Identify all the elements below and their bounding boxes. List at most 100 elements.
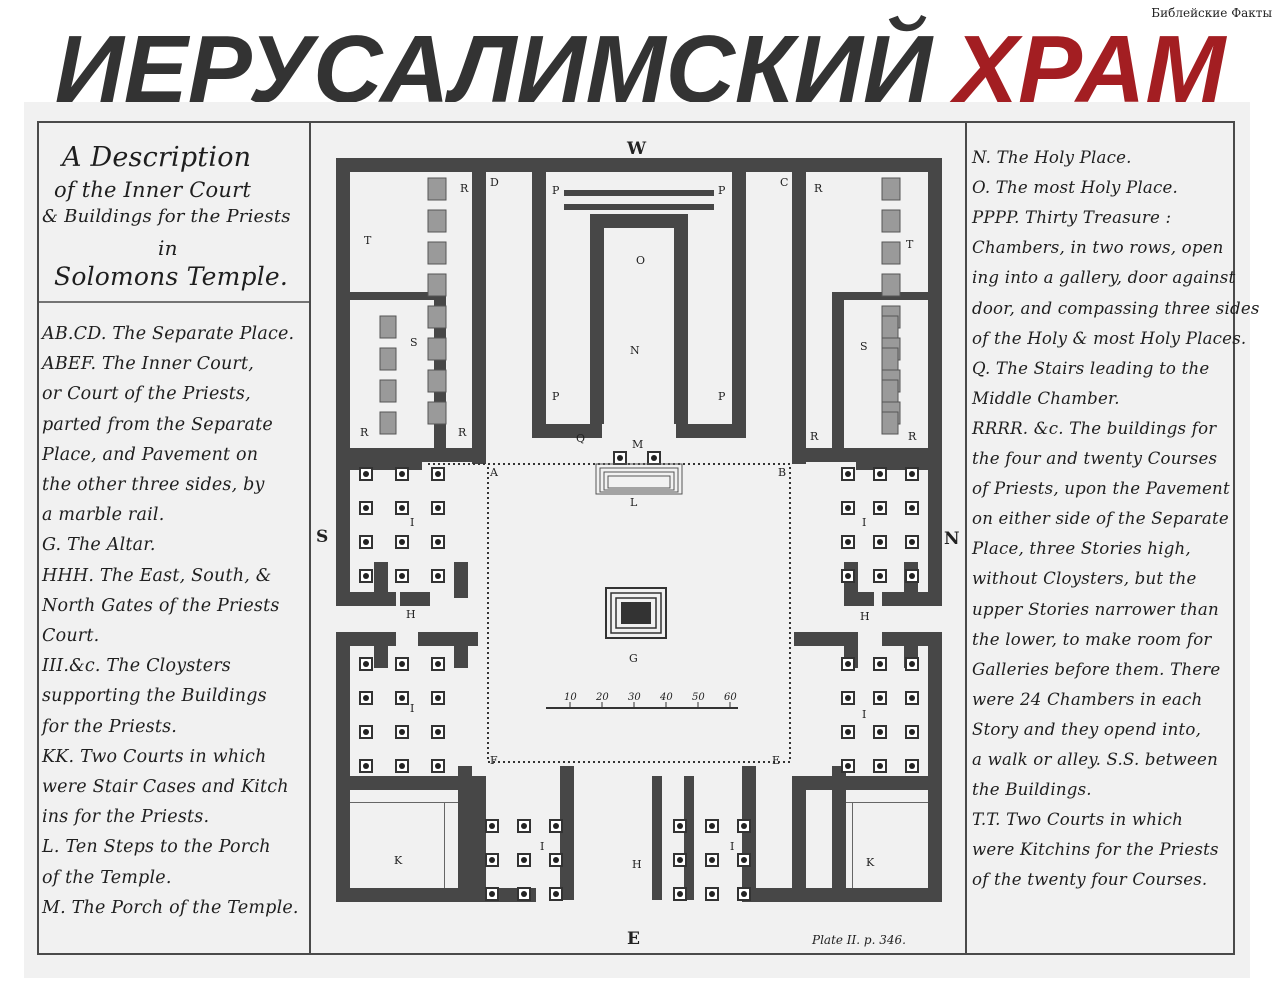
cloister-column [517, 819, 531, 833]
label-A: A [489, 466, 499, 479]
right-legend-line: the Buildings. [972, 780, 1092, 800]
hatched-block [379, 347, 397, 371]
label-R3: R [360, 426, 369, 439]
plate-note: Plate II. p. 346. [811, 933, 906, 947]
wall-segment [336, 776, 486, 790]
label-H3: H [632, 858, 642, 871]
left-legend-line: ins for the Priests. [42, 807, 210, 828]
hatched-block [881, 315, 899, 339]
label-I2: I [862, 516, 866, 529]
scale-tick-label: 30 [628, 692, 641, 703]
right-legend-line: O. The most Holy Place. [972, 178, 1178, 198]
compass-east: E [627, 929, 640, 949]
cloister-column [613, 451, 627, 465]
cloister-column [873, 759, 887, 773]
column-group [359, 451, 919, 901]
left-legend-line: G. The Altar. [42, 535, 156, 556]
cloister-column [673, 853, 687, 867]
cloister-column [359, 725, 373, 739]
cloister-column [359, 569, 373, 583]
cloister-column [431, 759, 445, 773]
wall-segment [684, 776, 694, 900]
cloister-column [841, 725, 855, 739]
cloister-column [873, 501, 887, 515]
hatched-block [379, 315, 397, 339]
cloister-column [841, 569, 855, 583]
cloister-column [905, 657, 919, 671]
title-line-4: in [158, 236, 178, 260]
cloister-column [841, 759, 855, 773]
wall-segment [832, 292, 844, 448]
left-legend-line: ABEF. The Inner Court, [42, 354, 254, 375]
right-legend-line: Story and they opend into, [972, 719, 1202, 739]
wall-segment [336, 158, 486, 172]
cloister-column [395, 569, 409, 583]
cloister-column [395, 759, 409, 773]
label-I5: I [540, 840, 544, 853]
left-legend-line: Place, and Pavement on [42, 444, 259, 465]
cloister-column [395, 467, 409, 481]
cloister-column [395, 535, 409, 549]
cloister-column [431, 467, 445, 481]
right-legend-line: PPPP. Thirty Treasure : [972, 208, 1172, 228]
hatched-block [881, 411, 899, 435]
hatched-block [379, 379, 397, 403]
hatched-block [881, 209, 901, 233]
wall-segment [472, 158, 486, 464]
wall-segment [336, 888, 536, 902]
right-legend-line: were Kitchins for the Priests [972, 840, 1219, 860]
left-legend-line: Court. [42, 626, 100, 646]
right-legend-line: the lower, to make room for [972, 629, 1212, 649]
cloister-column [395, 657, 409, 671]
left-legend-line: the other three sides, by [42, 475, 265, 495]
scale-tick-label: 50 [692, 692, 705, 703]
wall-segment [458, 766, 472, 900]
hatched-block [881, 273, 901, 297]
cloister-column [905, 691, 919, 705]
left-legend-line: AB.CD. The Separate Place. [42, 324, 295, 344]
wall-segment [532, 158, 546, 438]
left-legend-line: parted from the Separate [42, 414, 273, 435]
cloister-column [647, 451, 661, 465]
hatched-block [427, 209, 447, 233]
cloister-column [549, 819, 563, 833]
cloister-column [905, 501, 919, 515]
right-legend-line: a walk or alley. S.S. between [972, 750, 1218, 769]
wall-segment [590, 214, 604, 424]
label-M: M [632, 438, 643, 451]
cloister-column [705, 853, 719, 867]
cloister-column [431, 569, 445, 583]
court-divider [444, 802, 445, 888]
label-P1: P [552, 184, 560, 197]
cloister-column [517, 853, 531, 867]
label-R4: R [458, 426, 467, 439]
left-legend-line: HHH. The East, South, & [42, 565, 272, 586]
cloister-column [359, 657, 373, 671]
right-legend-line: the four and twenty Courses [972, 449, 1218, 468]
label-R1: R [460, 182, 469, 195]
left-legend-line: a marble rail. [42, 505, 165, 526]
left-legend-line: for the Priests. [42, 716, 178, 737]
wall-segment [532, 424, 602, 438]
label-H2: H [860, 610, 870, 623]
wall-segment [792, 776, 806, 900]
label-R5: R [810, 430, 819, 443]
wall-segment [400, 592, 430, 606]
label-N: N [630, 344, 640, 357]
scale-tick-label: 20 [595, 692, 609, 703]
label-B: B [778, 466, 786, 479]
cloister-column [841, 691, 855, 705]
cloister-column [905, 467, 919, 481]
right-legend-line: were 24 Chambers in each [972, 689, 1203, 709]
porch-steps [595, 463, 683, 495]
wall-segment [928, 776, 942, 900]
label-P2: P [718, 184, 726, 197]
hatched-block [427, 305, 447, 329]
wall-segment [732, 158, 746, 438]
wall-segment [590, 214, 688, 228]
label-H1: H [406, 608, 416, 621]
cloister-column [431, 501, 445, 515]
cloister-column [905, 535, 919, 549]
